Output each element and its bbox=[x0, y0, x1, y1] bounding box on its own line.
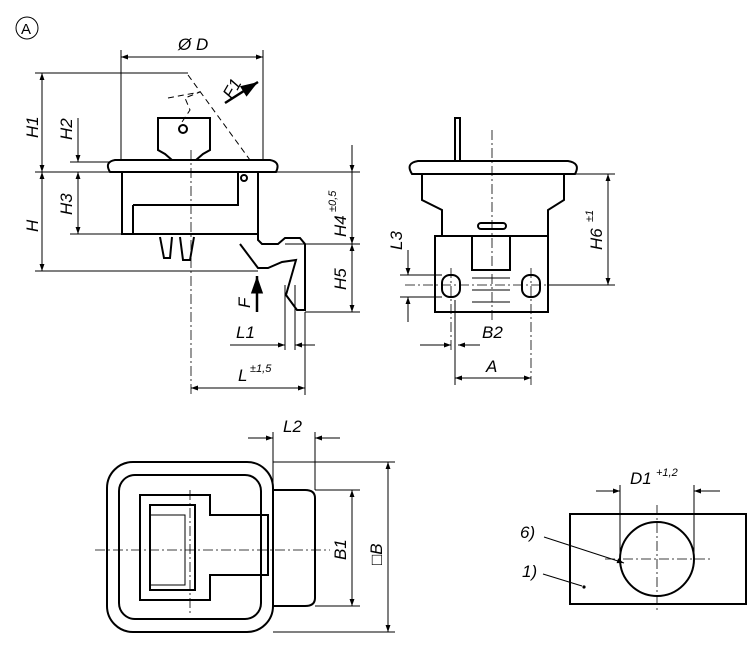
dim-l-tolerance: ±1,5 bbox=[250, 363, 272, 375]
dim-h: H bbox=[23, 219, 42, 232]
dim-square-b: □B bbox=[367, 543, 386, 565]
dim-l2: L2 bbox=[283, 417, 302, 436]
dim-h6-tolerance: ±1 bbox=[584, 210, 596, 222]
dim-d1: D1 bbox=[630, 469, 652, 488]
dim-h5: H5 bbox=[331, 268, 350, 290]
cutout-view bbox=[542, 485, 747, 612]
dim-l3: L3 bbox=[387, 231, 406, 250]
side-view bbox=[400, 117, 615, 385]
note-6: 6) bbox=[520, 523, 535, 542]
force-f-label: F bbox=[235, 296, 254, 308]
plan-view bbox=[95, 432, 395, 633]
dim-h1: H1 bbox=[23, 116, 42, 138]
dim-h6: H6 bbox=[587, 228, 606, 250]
dim-h4: H4 bbox=[331, 215, 350, 237]
note-1: 1) bbox=[522, 562, 537, 581]
view-marker-a: A bbox=[15, 16, 39, 40]
dim-a: A bbox=[485, 357, 497, 376]
dim-b1: B1 bbox=[331, 539, 350, 560]
dim-l1: L1 bbox=[236, 323, 255, 342]
dim-b2: B2 bbox=[482, 323, 503, 342]
dim-h2: H2 bbox=[57, 118, 76, 140]
dim-h4-tolerance: ±0,5 bbox=[327, 190, 339, 212]
dim-l: L bbox=[238, 366, 247, 385]
force-f1-label: F1 bbox=[219, 75, 245, 102]
dim-h3: H3 bbox=[57, 193, 76, 215]
dim-d1-tolerance: +1,2 bbox=[656, 467, 678, 479]
svg-text:A: A bbox=[21, 21, 31, 38]
dim-dia-d: Ø D bbox=[177, 35, 208, 54]
front-view bbox=[35, 50, 360, 395]
